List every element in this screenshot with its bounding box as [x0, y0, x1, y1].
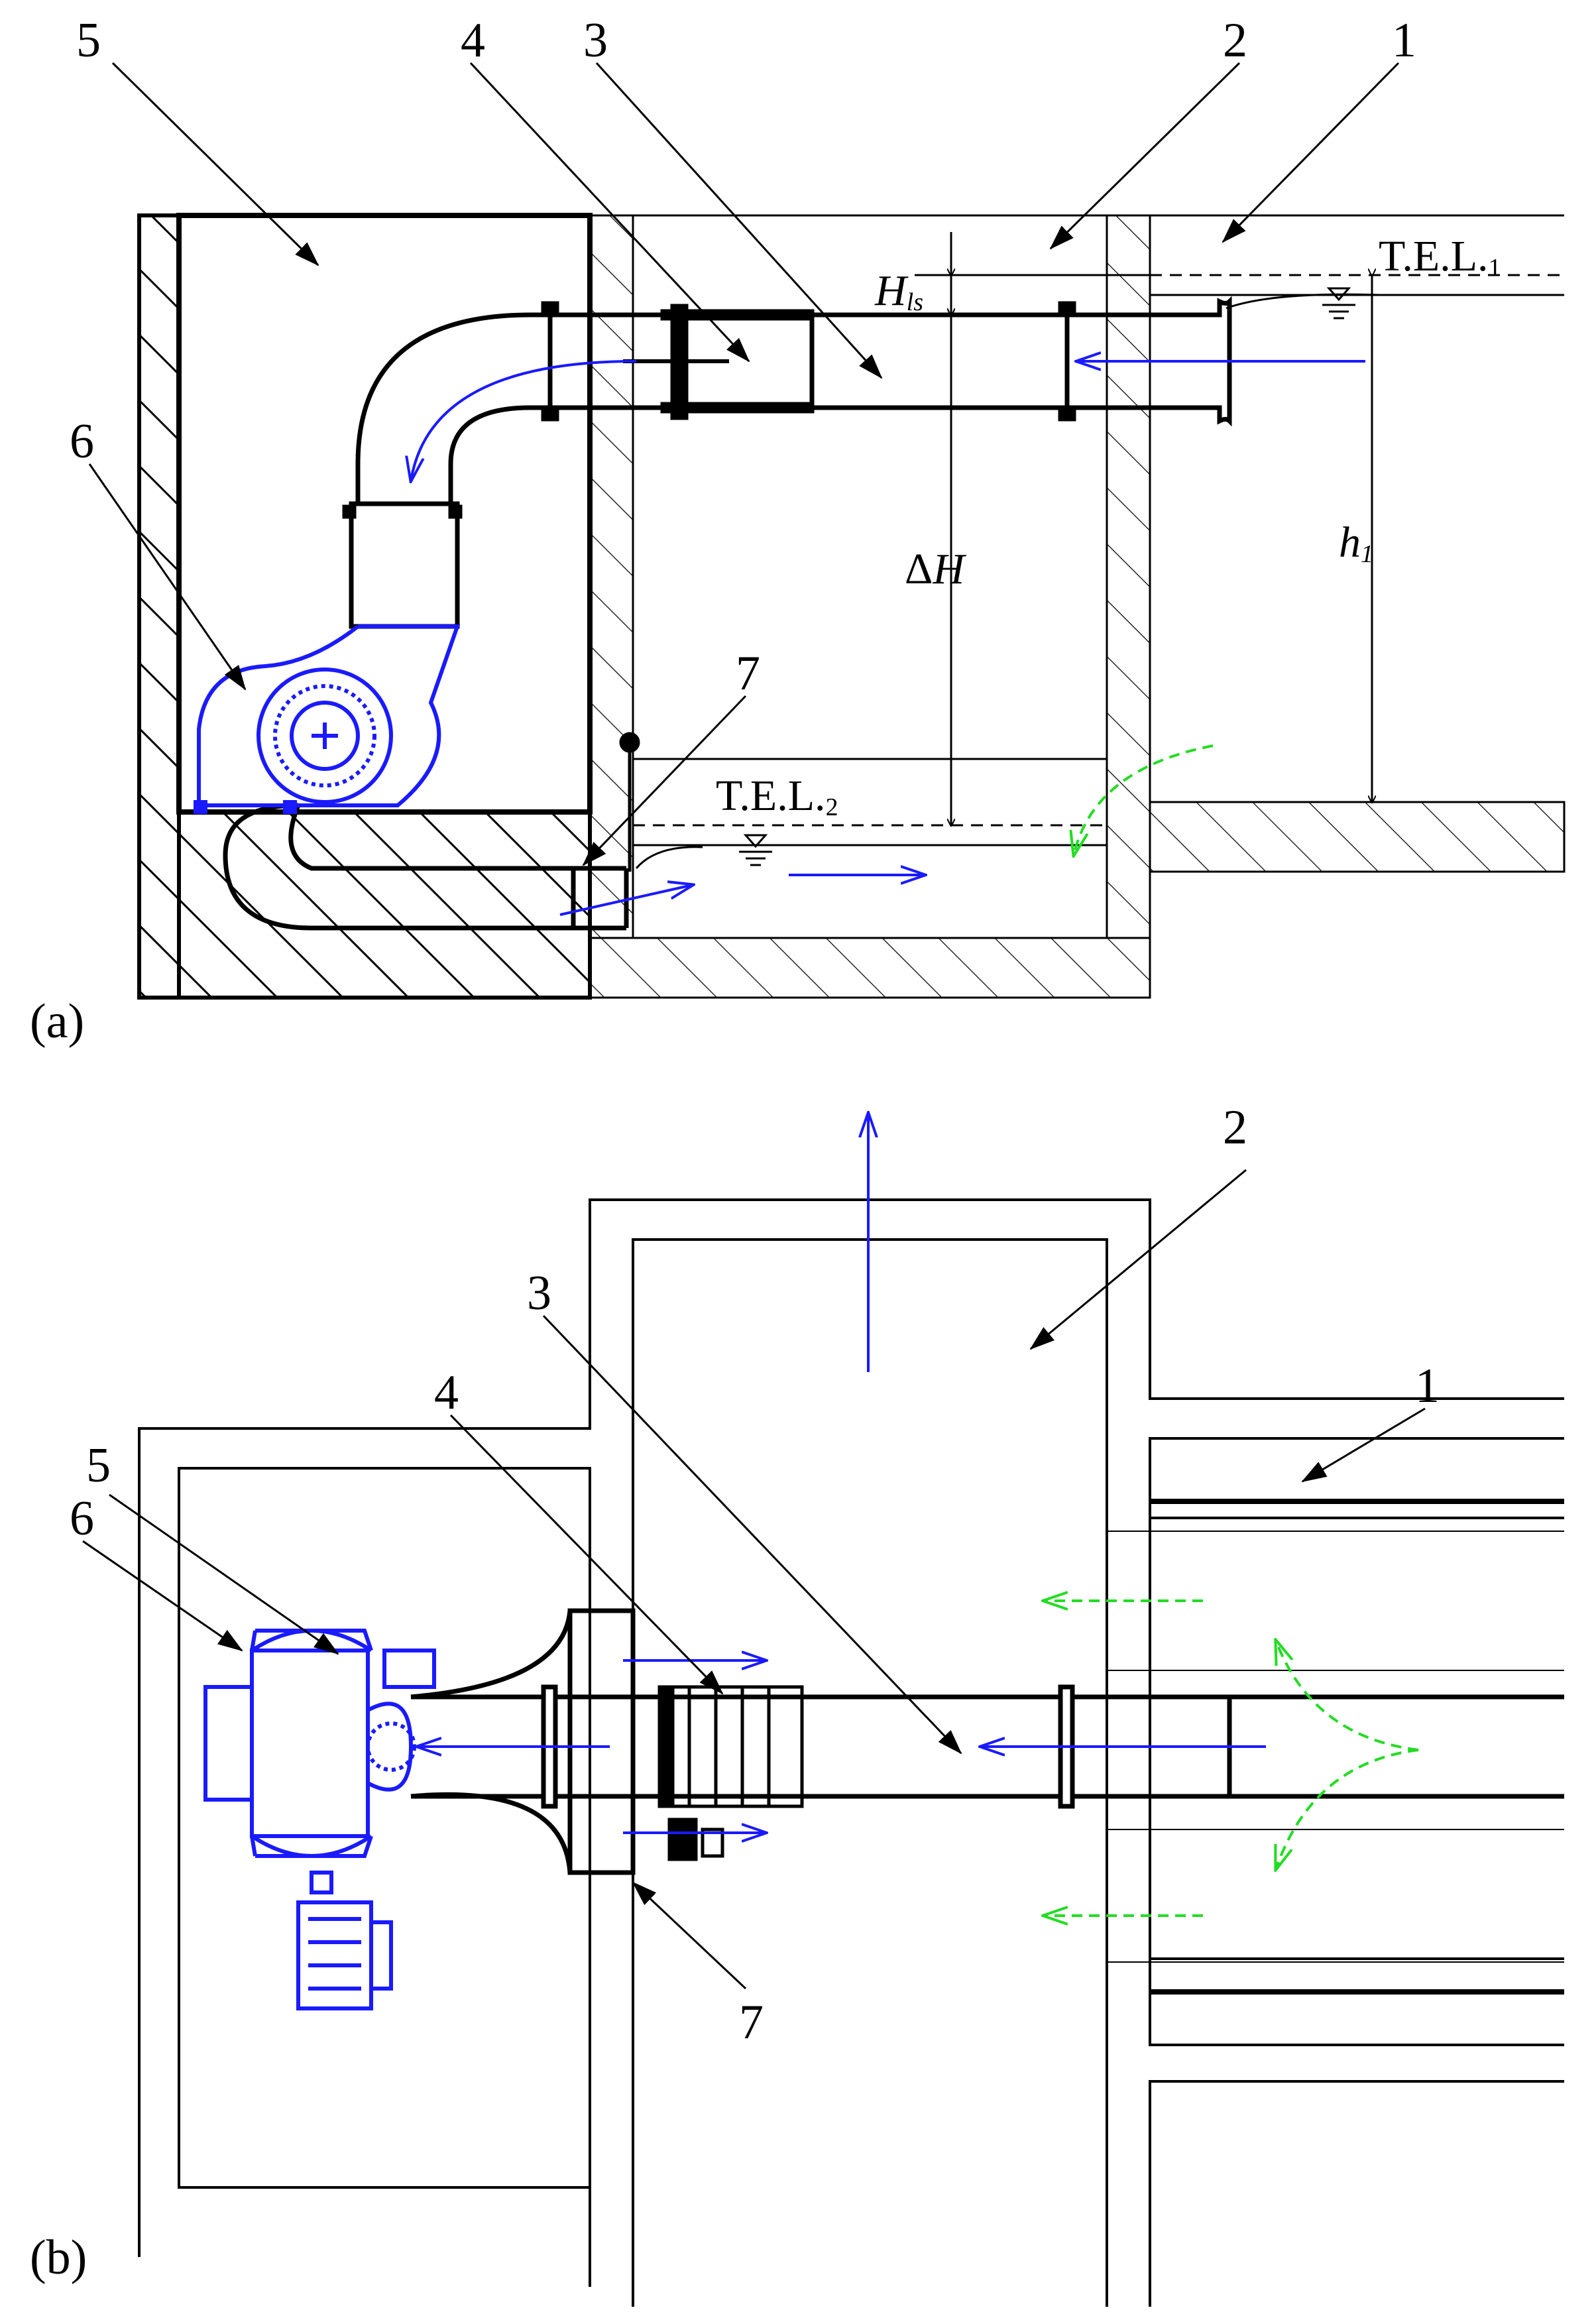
dimensions-a: [915, 232, 1372, 825]
callout-2: 2: [1223, 13, 1247, 68]
pump-unit-a: [194, 624, 461, 814]
callouts-a: [88, 62, 1400, 866]
tel1-label: T.E.L.1: [1379, 232, 1501, 282]
plan-walls: [138, 1198, 1564, 2307]
suction-well-walls: [589, 214, 1566, 999]
water-levels: [633, 274, 1564, 869]
callout-5-b: 5: [86, 1438, 111, 1493]
callout-6-b: 6: [70, 1491, 94, 1546]
symbol-labels-a: T.E.L.1 T.E.L.2 Hls ΔH h1 (a): [30, 232, 1501, 1049]
flow-arrows-b: [418, 1114, 1419, 1916]
panel-a-tag: (a): [30, 994, 84, 1049]
callout-3: 3: [583, 13, 608, 68]
flow-arrows-a: [411, 361, 1365, 916]
water-level-symbol-2: [739, 834, 772, 866]
plan-siphon-pipe: [410, 1608, 1564, 1875]
tel2-label: T.E.L.2: [716, 772, 838, 821]
plan-channel-lines: [1150, 1499, 1564, 1995]
delta-h-label: ΔH: [905, 545, 966, 593]
callout-4: 4: [461, 13, 485, 68]
panel-a: 5 4 3 2 1 6 7 T.E.L.1 T.E.L.2 Hls ΔH h1 …: [30, 13, 1566, 1049]
siphon-pipe: [223, 296, 1232, 931]
hls-label: Hls: [874, 266, 923, 316]
callout-2-b: 2: [1223, 1100, 1247, 1155]
callout-labels-a: 5 4 3 2 1 6 7: [70, 13, 1416, 701]
panel-b: 2 3 4 5 6 1 7 (b): [30, 1100, 1564, 2307]
panel-b-tag: (b): [30, 2231, 87, 2285]
callout-labels-b: 2 3 4 5 6 1 7 (b): [30, 1100, 1440, 2285]
callout-3-b: 3: [527, 1266, 551, 1320]
pump-unit-b: [203, 1629, 436, 2010]
callouts-b: [82, 1169, 1426, 1990]
callout-6: 6: [70, 414, 94, 469]
pump-room-wall: [137, 213, 593, 1000]
plan-screen: [657, 1685, 804, 1861]
water-level-symbol-1: [1322, 287, 1355, 319]
callout-7-b: 7: [739, 1995, 764, 2050]
h1-label: h1: [1339, 518, 1373, 568]
callout-1-b: 1: [1415, 1359, 1440, 1413]
callout-7: 7: [736, 646, 760, 701]
callout-5: 5: [76, 13, 101, 68]
callout-1: 1: [1392, 13, 1416, 68]
callout-4-b: 4: [434, 1365, 459, 1420]
